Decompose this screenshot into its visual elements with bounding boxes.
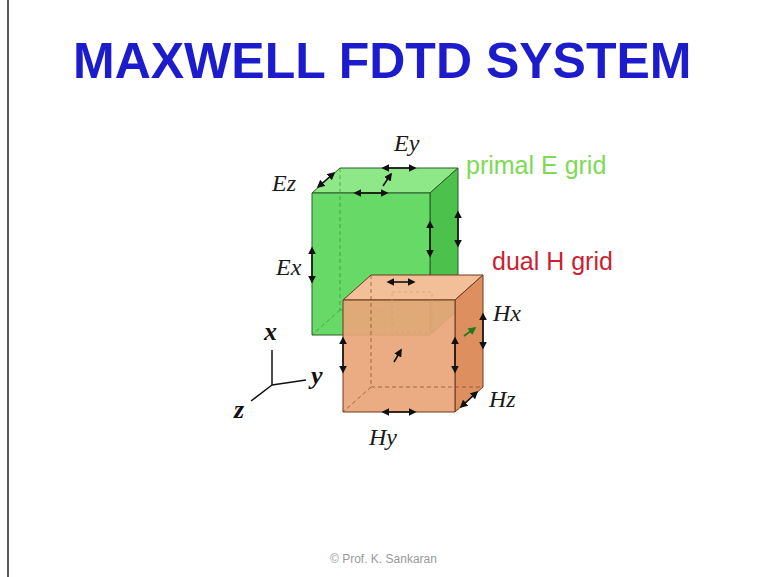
axis-label: z: [234, 396, 244, 425]
dual-h-cube: [343, 275, 483, 412]
field-label: Ez: [272, 170, 296, 196]
field-arrows: [312, 168, 483, 412]
grid-label: primal E grid: [466, 152, 606, 180]
coordinate-axes: [251, 350, 306, 401]
field-label: Hy: [369, 424, 397, 450]
copyright-note: © Prof. K. Sankaran: [330, 553, 437, 566]
axis-label: y: [311, 362, 323, 391]
grid-label: dual H grid: [492, 248, 613, 276]
field-label: Ex: [276, 254, 301, 280]
field-label: Hz: [489, 386, 516, 412]
axis-label: x: [264, 318, 277, 347]
page-border: [7, 0, 9, 577]
field-label: Hx: [493, 300, 521, 326]
slide-title: MAXWELL FDTD SYSTEM: [73, 34, 692, 89]
field-label: Ey: [394, 130, 419, 156]
